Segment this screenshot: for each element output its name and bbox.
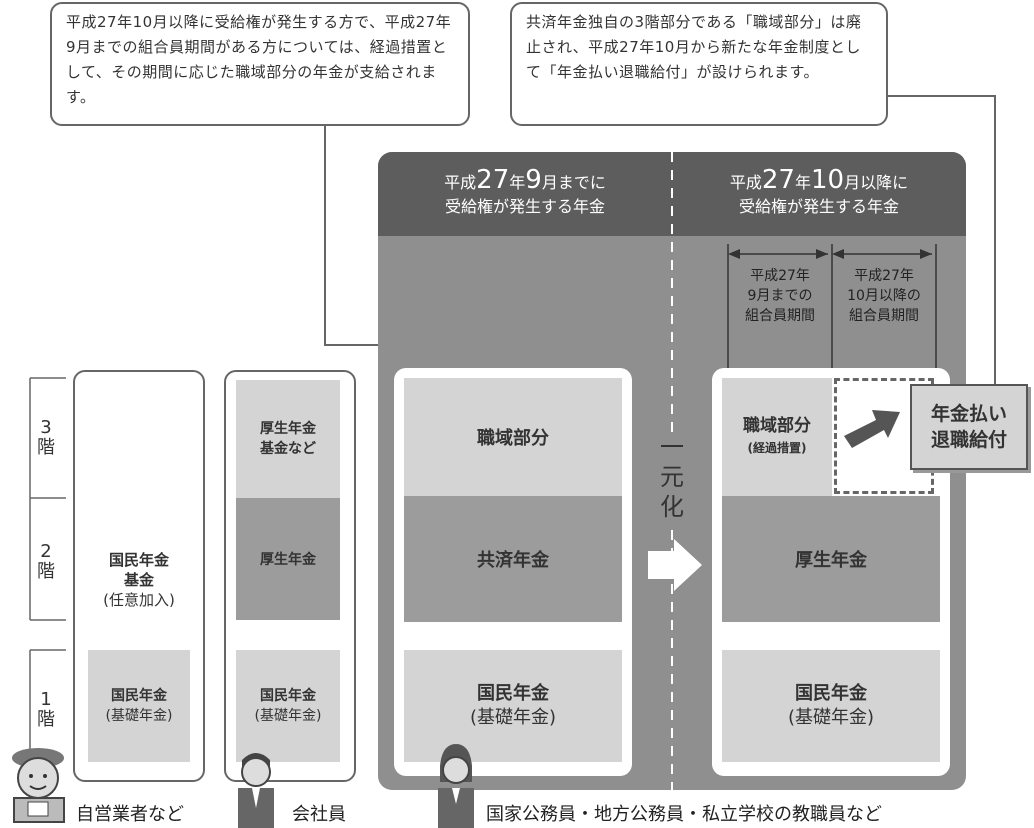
civil-before-floor1-line2: (基礎年金) bbox=[469, 707, 557, 728]
period-before-label: 平成27年 9月までの 組合員期間 bbox=[730, 266, 830, 326]
floor-3-kai: 階 bbox=[37, 437, 55, 458]
floor-3-number: 3 bbox=[40, 417, 52, 438]
period-after-line2: 10月以降の bbox=[847, 288, 921, 304]
floor-1-kai: 階 bbox=[37, 709, 55, 730]
employee-floor3-line1: 厚生年金 bbox=[260, 421, 316, 437]
self-employed-floor1-line2: (基礎年金) bbox=[105, 708, 173, 724]
header-after-prefix: 平成 bbox=[729, 173, 762, 192]
self-employed-floor2: 国民年金 基金 (任意加入) bbox=[88, 530, 190, 630]
self-employed-floor2-note: (任意加入) bbox=[103, 591, 175, 609]
civil-after-floor1: 国民年金 (基礎年金) bbox=[722, 650, 940, 762]
arrow-to-new-benefit-icon bbox=[844, 410, 900, 448]
employee-floor1-line1: 国民年金 bbox=[260, 688, 316, 704]
header-before-nen: 年 bbox=[509, 173, 526, 192]
civil-after-floor3-text: 職域部分 bbox=[743, 416, 811, 436]
unify-char-1: 一 bbox=[660, 433, 684, 461]
floor-axis bbox=[29, 377, 66, 765]
civil-after-floor1-line1: 国民年金 bbox=[795, 683, 867, 704]
floor-2-label: 2 階 bbox=[34, 542, 58, 582]
self-employed-floor2-line1: 国民年金 bbox=[108, 551, 169, 569]
civil-after-floor2: 厚生年金 bbox=[722, 496, 940, 622]
header-before-year: 27 bbox=[476, 165, 510, 195]
period-before-line3: 組合員期間 bbox=[745, 308, 815, 324]
self-employed-floor1: 国民年金 (基礎年金) bbox=[88, 650, 190, 762]
civil-before-floor2: 共済年金 bbox=[404, 496, 622, 622]
transition-arrow-icon bbox=[648, 539, 702, 591]
self-employed-caption: 自営業者など bbox=[76, 804, 184, 825]
right-note-connector bbox=[888, 95, 996, 385]
period-before-line2: 9月までの bbox=[747, 288, 813, 304]
floor-1-label: 1 階 bbox=[34, 690, 58, 730]
floor-1-number: 1 bbox=[40, 689, 52, 710]
right-note: 共済年金独自の3階部分である「職域部分」は廃止され、平成27年10月から新たな年… bbox=[510, 2, 888, 126]
employee-floor2: 厚生年金 bbox=[236, 498, 340, 620]
civil-before-floor2-text: 共済年金 bbox=[477, 550, 549, 571]
civil-before-floor1-line1: 国民年金 bbox=[477, 683, 549, 704]
header-before-line2: 受給権が発生する年金 bbox=[444, 197, 605, 216]
header-after-line1: 平成27年10月以降に bbox=[672, 165, 966, 195]
header-before-line1: 平成27年9月までに bbox=[378, 165, 672, 195]
header-after-month: 10 bbox=[811, 165, 845, 195]
unification-label: 一 元 化 bbox=[656, 432, 688, 522]
header-before-prefix: 平成 bbox=[444, 173, 477, 192]
employee-floor3-line2: 基金など bbox=[260, 441, 316, 457]
header-after: 平成27年10月以降に 受給権が発生する年金 bbox=[672, 152, 966, 236]
employee-caption: 会社員 bbox=[292, 804, 346, 825]
unify-char-2: 元 bbox=[660, 463, 684, 491]
employee-floor2-text: 厚生年金 bbox=[260, 552, 316, 568]
right-note-text: 共済年金独自の3階部分である「職域部分」は廃止され、平成27年10月から新たな年… bbox=[526, 13, 862, 81]
new-benefit-line2: 退職給付 bbox=[930, 429, 1007, 451]
civil-after-floor3-note: (経過措置) bbox=[747, 441, 807, 455]
header-after-year: 27 bbox=[761, 165, 795, 195]
floor-2-number: 2 bbox=[40, 541, 52, 562]
employee-person-icon bbox=[238, 753, 274, 828]
floor-3-label: 3 階 bbox=[34, 418, 58, 458]
floor-2-kai: 階 bbox=[37, 561, 55, 582]
header-before-suffix: 月までに bbox=[541, 173, 606, 192]
employee-floor1-line2: (基礎年金) bbox=[254, 708, 322, 724]
new-benefit-line1: 年金払い bbox=[930, 403, 1007, 425]
employee-floor1: 国民年金 (基礎年金) bbox=[236, 650, 340, 762]
self-employed-floor2-line2: 基金 bbox=[123, 571, 154, 589]
civil-before-floor3-text: 職域部分 bbox=[477, 428, 549, 449]
period-before-line1: 平成27年 bbox=[750, 268, 810, 284]
civil-before-floor3: 職域部分 bbox=[404, 378, 622, 496]
period-after-line3: 組合員期間 bbox=[849, 308, 919, 324]
civil-after-floor1-line2: (基礎年金) bbox=[787, 707, 875, 728]
civil-after-floor2-text: 厚生年金 bbox=[795, 550, 867, 571]
civil-after-floor3: 職域部分 (経過措置) bbox=[722, 378, 832, 496]
left-note-text: 平成27年10月以降に受給権が発生する方で、平成27年9月までの組合員期間がある… bbox=[66, 13, 452, 106]
header-before-month: 9 bbox=[525, 165, 542, 195]
header-after-nen: 年 bbox=[794, 173, 811, 192]
civil-servant-person-icon bbox=[438, 744, 474, 828]
left-note: 平成27年10月以降に受給権が発生する方で、平成27年9月までの組合員期間がある… bbox=[50, 2, 470, 126]
employee-floor3: 厚生年金 基金など bbox=[236, 380, 340, 498]
self-employed-person-icon bbox=[12, 748, 65, 823]
period-after-label: 平成27年 10月以降の 組合員期間 bbox=[834, 266, 934, 326]
header-after-line2: 受給権が発生する年金 bbox=[738, 197, 899, 216]
self-employed-floor1-line1: 国民年金 bbox=[111, 688, 167, 704]
unify-char-3: 化 bbox=[660, 493, 684, 521]
header-before: 平成27年9月までに 受給権が発生する年金 bbox=[378, 152, 672, 236]
civil-before-floor1: 国民年金 (基礎年金) bbox=[404, 650, 622, 762]
period-after-line1: 平成27年 bbox=[854, 268, 914, 284]
new-benefit-box: 年金払い 退職給付 bbox=[910, 384, 1028, 470]
civil-servant-caption: 国家公務員・地方公務員・私立学校の教職員など bbox=[486, 804, 882, 825]
header-after-suffix: 月以降に bbox=[844, 173, 909, 192]
